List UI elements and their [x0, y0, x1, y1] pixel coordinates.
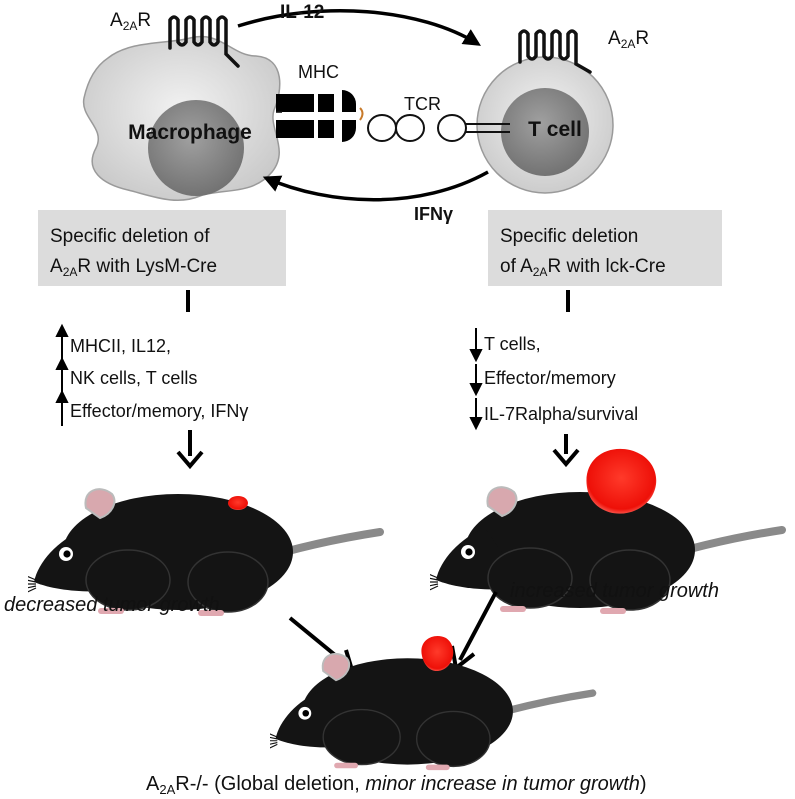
- left-box-line1: Specific deletion of: [50, 226, 210, 247]
- right-effect-3: IL-7Ralpha/survival: [484, 404, 638, 424]
- left-effect-2: NK cells, T cells: [70, 368, 197, 388]
- right-converge-arrow: [458, 591, 498, 661]
- bottom-caption: A2AR-/- (Global deletion, minor increase…: [146, 773, 647, 797]
- right-down-arrow-head: [552, 448, 580, 468]
- il12-label: IL-12: [280, 2, 324, 23]
- ifng-arrow: [262, 170, 489, 202]
- ifng-label: IFNγ: [414, 204, 453, 224]
- right-box-line1: Specific deletion: [500, 226, 638, 247]
- right-effect-2: Effector/memory: [484, 368, 616, 388]
- t-cell-nucleus: [501, 88, 589, 176]
- right-box-line2: of A2AR with lck-Cre: [500, 256, 666, 279]
- bottom-tumor-icon: [421, 636, 454, 672]
- right-deletion-box: [488, 210, 722, 286]
- mhc-complex-icon: [276, 90, 364, 142]
- right-tumor-icon: [586, 448, 657, 514]
- il12-arrow: [237, 9, 481, 46]
- tcr-complex-icon: [367, 114, 510, 142]
- left-tumor-icon: [228, 496, 248, 510]
- left-mouse-icon: [0, 489, 380, 616]
- left-box-line2: A2AR with LysM-Cre: [50, 256, 217, 279]
- t-cell-receptor-icon: [518, 29, 592, 74]
- left-effect-3: Effector/memory, IFNγ: [70, 401, 248, 421]
- left-outcome: decreased tumor growth: [4, 594, 220, 616]
- macrophage-receptor-icon: [168, 15, 240, 68]
- left-down-arrow-head: [176, 450, 204, 470]
- macrophage-nucleus: [148, 100, 244, 196]
- right-effect-1: T cells,: [484, 334, 541, 354]
- right-mouse-icon: [398, 448, 782, 614]
- macrophage-label: Macrophage: [128, 121, 252, 144]
- t-cell-label: T cell: [528, 118, 582, 141]
- t-cell-receptor-label: A2AR: [608, 28, 649, 51]
- macrophage-receptor-label: A2AR: [110, 10, 151, 33]
- left-deletion-box: [38, 210, 286, 286]
- macrophage-cell: Macrophage: [82, 35, 281, 201]
- right-down-arrows: [469, 328, 483, 431]
- bottom-mouse-icon: [241, 636, 593, 770]
- left-effect-1: MHCII, IL12,: [70, 336, 171, 356]
- mhc-label: MHC: [298, 62, 339, 82]
- left-up-arrows: [55, 323, 69, 426]
- t-cell: T cell: [476, 56, 614, 194]
- right-outcome: increased tumor growth: [510, 580, 719, 602]
- tcr-label: TCR: [404, 94, 441, 114]
